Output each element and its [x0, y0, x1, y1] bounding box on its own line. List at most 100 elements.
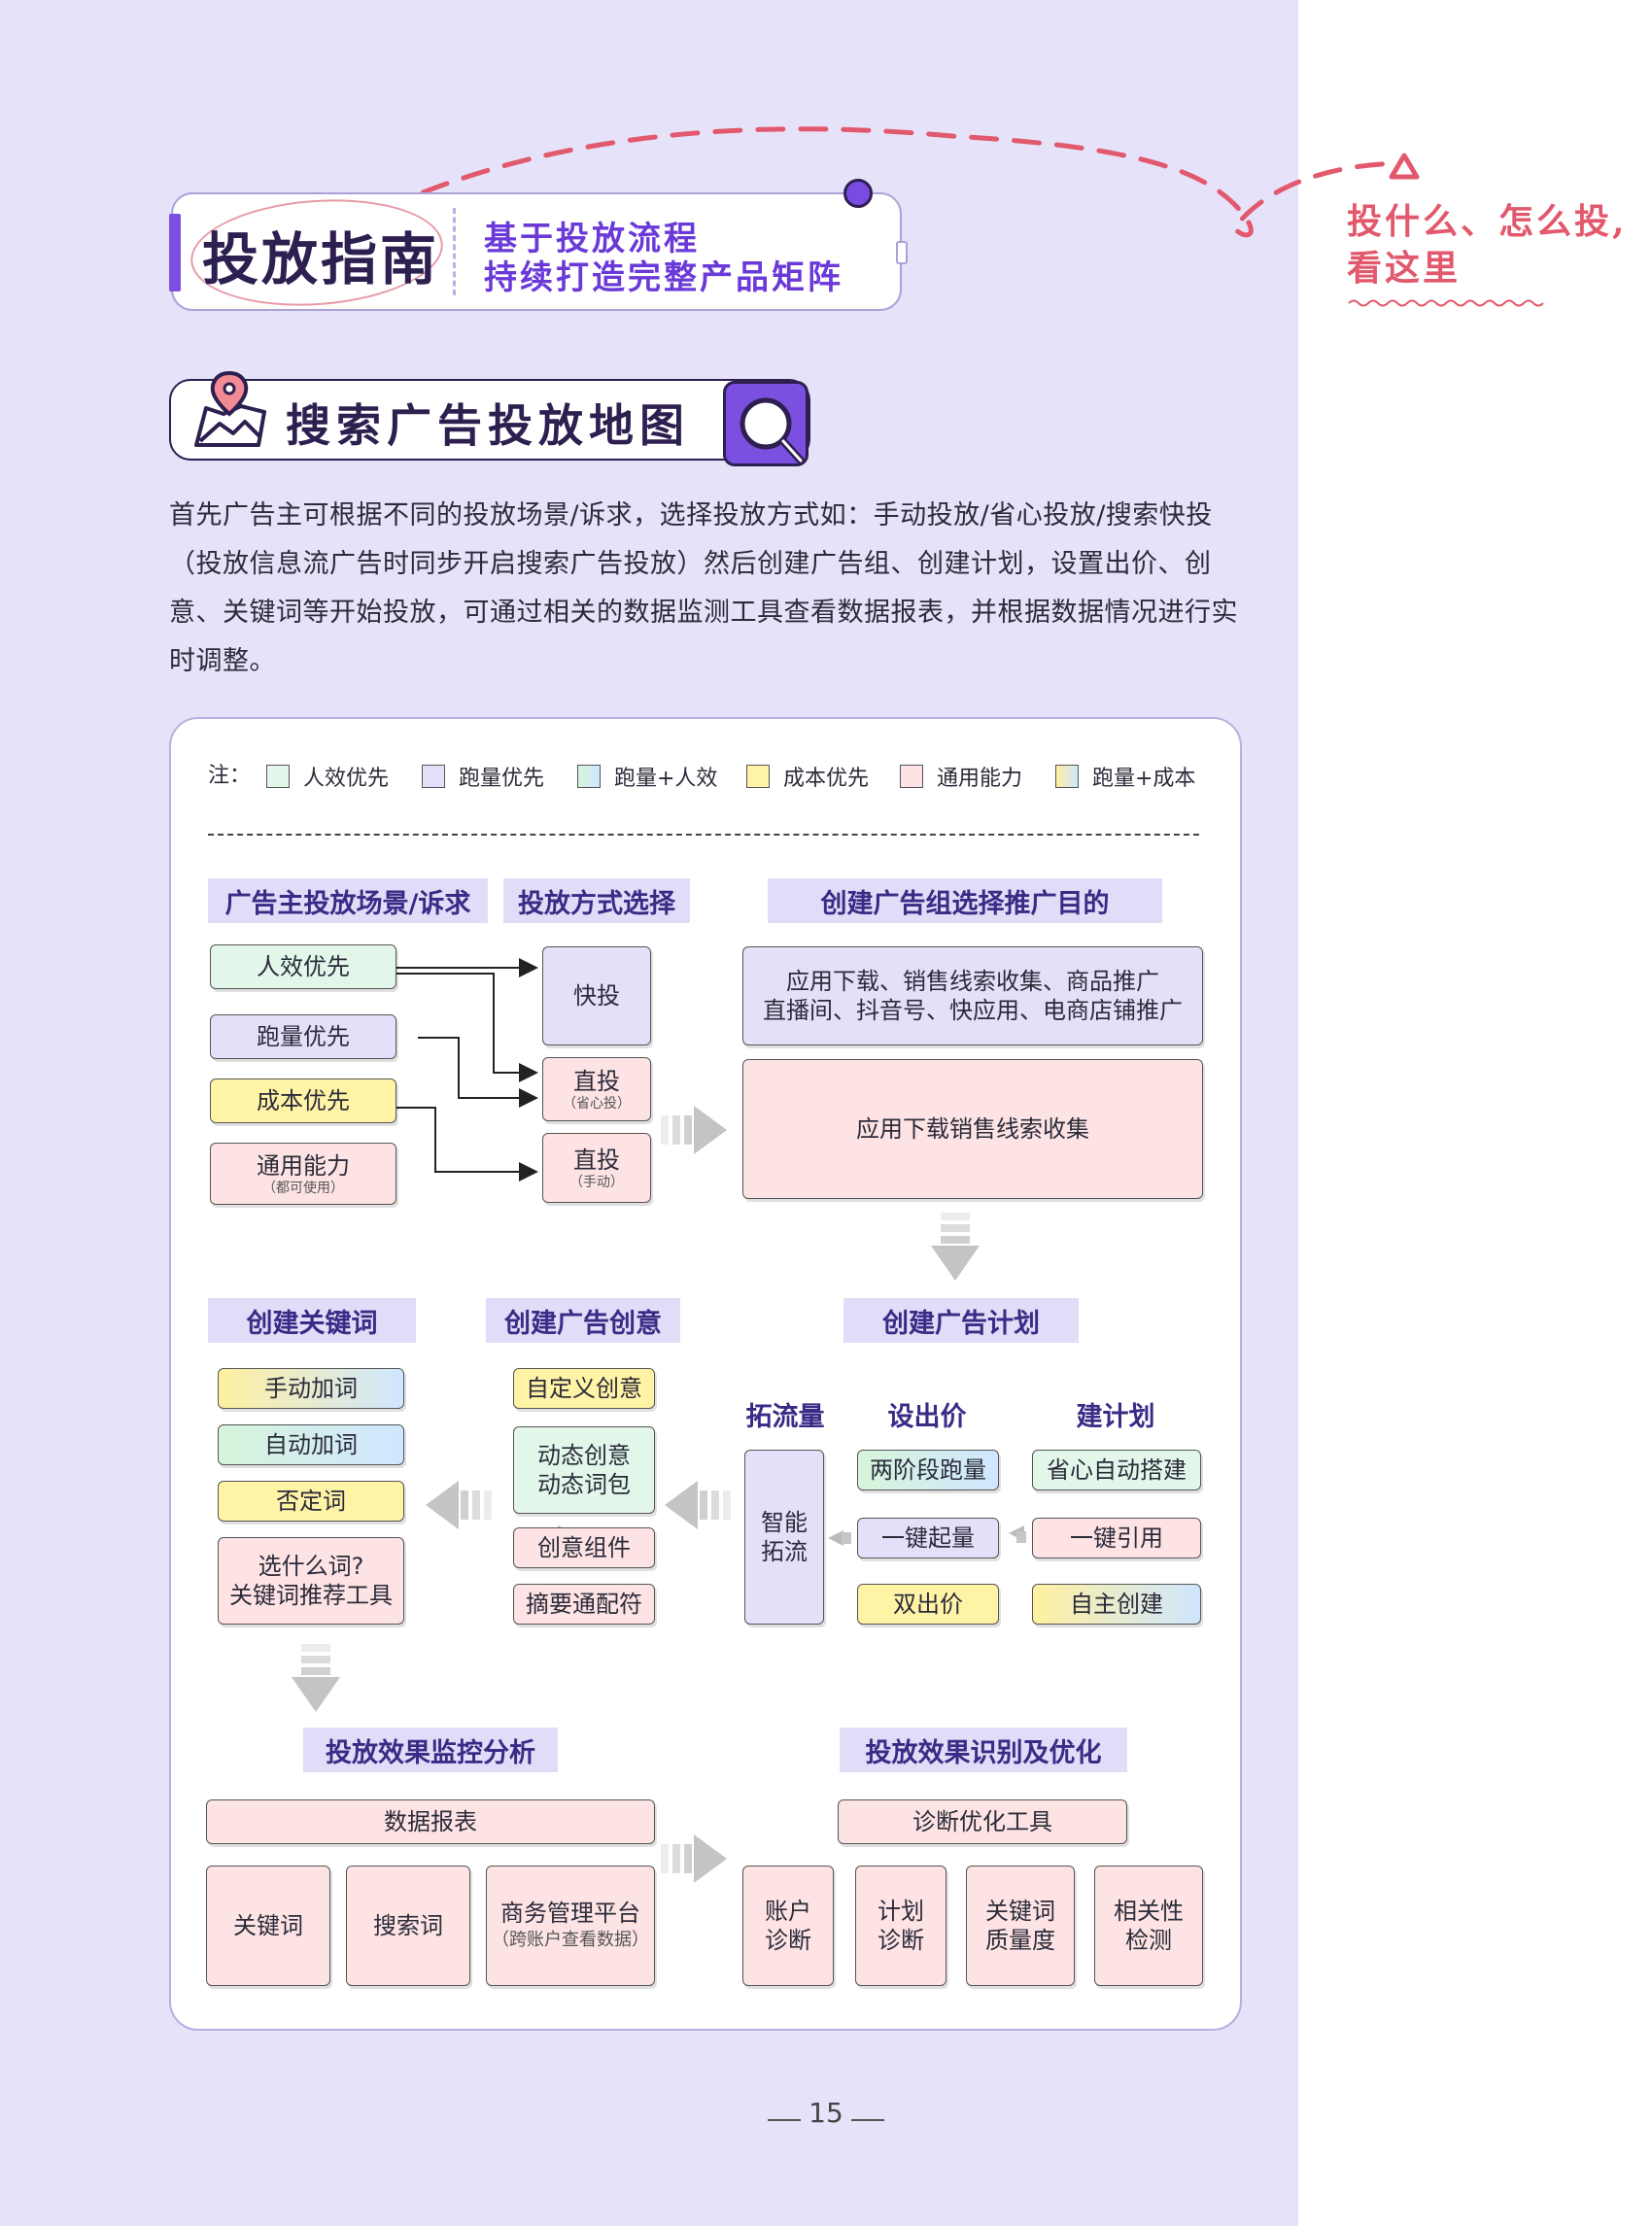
page-number-rules	[768, 2119, 884, 2121]
node-label: 关键词推荐工具	[229, 1582, 393, 1609]
node-label: 诊断	[765, 1927, 811, 1954]
node-label: 动态创意	[537, 1442, 631, 1469]
report-item-node: 商务管理平台 （跨账户查看数据）	[486, 1866, 655, 1986]
diag-item-node: 计划诊断	[855, 1866, 946, 1986]
node-label: 成本优先	[257, 1087, 350, 1114]
creative-node: 摘要通配符	[513, 1584, 655, 1625]
node-label: 质量度	[985, 1927, 1055, 1954]
node-note: （手动）	[569, 1175, 624, 1190]
legend-text: 成本优先	[783, 767, 870, 791]
node-label: 拓流	[761, 1538, 808, 1565]
node-note: （省心投）	[563, 1096, 631, 1112]
node-label: 直播间、抖音号、快应用、电商店铺推广	[763, 997, 1183, 1024]
header-scenario: 广告主投放场景/诉求	[208, 878, 488, 923]
scenario-node: 成本优先	[210, 1079, 396, 1123]
dashed-curve-decoration	[381, 126, 1420, 238]
plan-col-expand: 拓流量	[745, 1402, 825, 1432]
scenario-node: 人效优先	[210, 944, 396, 989]
creative-node: 动态创意 动态词包	[513, 1426, 655, 1514]
adgroup-selected-node: 应用下载销售线索收集	[742, 1059, 1203, 1199]
scenario-node: 跑量优先	[210, 1014, 396, 1059]
header-creative: 创建广告创意	[486, 1298, 680, 1343]
node-label: 直投	[573, 1068, 620, 1095]
node-label: 快投	[573, 982, 620, 1010]
diag-item-node: 关键词质量度	[966, 1866, 1075, 1986]
node-label: 相关性	[1114, 1898, 1184, 1925]
keyword-node: 自动加词	[218, 1424, 404, 1465]
plan-col-build: 建计划	[1076, 1402, 1155, 1432]
legend-item: 通用能力	[900, 762, 1022, 791]
legend-item: 人效优先	[266, 762, 389, 791]
legend-text: 通用能力	[937, 767, 1023, 791]
legend-item: 跑量+人效	[577, 762, 717, 791]
keyword-node: 手动加词	[218, 1368, 404, 1409]
node-label: 诊断	[878, 1927, 924, 1954]
flow-arrows	[292, 1106, 980, 1883]
report-item-node: 关键词	[206, 1866, 330, 1986]
guide-banner	[171, 192, 902, 311]
node-note: （都可使用）	[262, 1181, 344, 1196]
header-plan: 创建广告计划	[843, 1298, 1079, 1343]
diag-title-node: 诊断优化工具	[838, 1799, 1127, 1844]
header-adgroup: 创建广告组选择推广目的	[768, 878, 1162, 923]
wavy-underline	[1348, 299, 1544, 307]
node-label: 人效优先	[257, 953, 350, 980]
node-label: 应用下载销售线索收集	[856, 1115, 1089, 1143]
side-note-line2: 看这里	[1347, 248, 1462, 289]
method-node: 直投（手动）	[542, 1133, 651, 1203]
node-note: （跨账户查看数据）	[492, 1930, 649, 1950]
legend-swatch	[422, 765, 445, 788]
node-label: 跑量优先	[257, 1023, 350, 1050]
header-monitor: 投放效果监控分析	[303, 1728, 558, 1772]
node-label: 计划	[878, 1898, 924, 1925]
scenario-node: 通用能力（都可使用）	[210, 1143, 396, 1205]
build-node: 一键引用	[1032, 1518, 1201, 1558]
banner-subtitle-line2: 持续打造完整产品矩阵	[484, 258, 843, 297]
side-note: 投什么、怎么投, 看这里	[1347, 198, 1638, 291]
node-label: 商务管理平台	[500, 1900, 640, 1927]
side-note-line1: 投什么、怎么投,	[1347, 201, 1628, 242]
legend-swatch	[577, 765, 601, 788]
bid-node: 两阶段跑量	[857, 1450, 999, 1490]
legend-label: 注：	[208, 764, 252, 788]
bid-node: 双出价	[857, 1584, 999, 1625]
node-label: 直投	[573, 1147, 620, 1174]
banner-divider	[453, 208, 456, 295]
build-node: 省心自动搭建	[1032, 1450, 1201, 1490]
banner-dot-icon	[843, 179, 873, 208]
banner-accent-bar	[169, 214, 181, 291]
build-node: 自主创建	[1032, 1584, 1201, 1625]
page-number: 15	[809, 2097, 843, 2129]
legend-divider	[208, 834, 1199, 836]
diag-item-node: 账户诊断	[742, 1866, 834, 1986]
legend-swatch	[266, 765, 290, 788]
node-label: 动态词包	[537, 1471, 631, 1498]
legend-swatch	[900, 765, 923, 788]
keyword-tool-node: 选什么词? 关键词推荐工具	[218, 1537, 404, 1625]
legend-text: 跑量+成本	[1092, 767, 1196, 791]
legend-text: 人效优先	[303, 767, 390, 791]
legend-text: 跑量优先	[459, 767, 545, 791]
header-optimize: 投放效果识别及优化	[840, 1728, 1127, 1772]
header-method: 投放方式选择	[503, 878, 690, 923]
magnifier-icon	[740, 397, 805, 464]
node-label: 选什么词?	[258, 1553, 364, 1580]
node-label: 通用能力	[257, 1152, 350, 1180]
bid-node: 一键起量	[857, 1518, 999, 1558]
legend-item: 跑量+成本	[1055, 762, 1195, 791]
node-label: 账户	[765, 1898, 811, 1925]
node-label: 搜索词	[373, 1912, 443, 1939]
adgroup-goals-node: 应用下载、销售线索收集、商品推广 直播间、抖音号、快应用、电商店铺推广	[742, 946, 1203, 1045]
node-label: 检测	[1125, 1927, 1172, 1954]
method-node: 快投	[542, 946, 651, 1045]
report-item-node: 搜索词	[346, 1866, 470, 1986]
node-label: 关键词	[985, 1898, 1055, 1925]
legend-item: 跑量优先	[422, 762, 544, 791]
legend-swatch	[746, 765, 770, 788]
legend-item: 成本优先	[746, 762, 869, 791]
header-keywords: 创建关键词	[208, 1298, 416, 1343]
map-pin-icon	[194, 370, 266, 447]
keyword-node: 否定词	[218, 1481, 404, 1522]
